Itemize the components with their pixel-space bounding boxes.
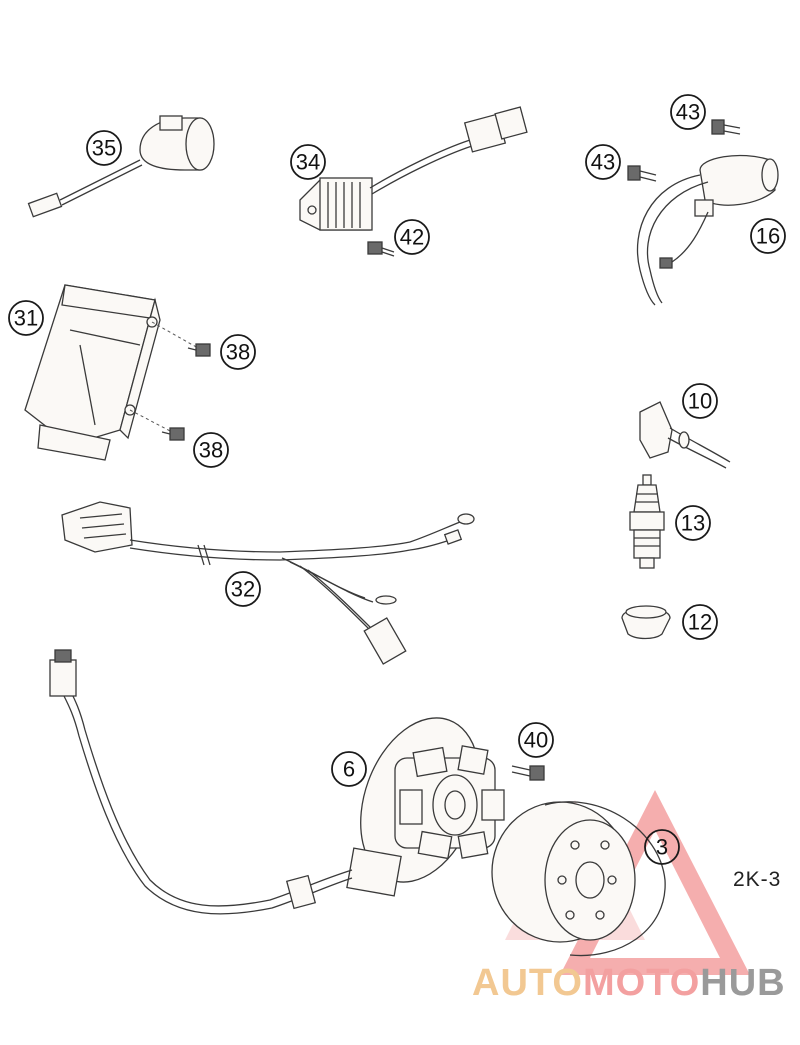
callout-16: 16	[750, 218, 786, 254]
callout-31: 31	[8, 300, 44, 336]
part-12-grommet	[621, 605, 671, 640]
callout-38-upper: 38	[220, 334, 256, 370]
callout-43-lower: 43	[585, 144, 621, 180]
callout-13-label: 13	[681, 511, 705, 536]
part-35-connector-cap	[27, 115, 215, 218]
watermark-text: AUTOMOTOHUB	[472, 962, 786, 1005]
part-43-screw-upper	[711, 119, 741, 135]
part-10-spark-plug-cap	[639, 401, 731, 469]
part-16-ignition-coil	[636, 154, 779, 306]
callout-12-label: 12	[688, 610, 712, 635]
part-32-wiring-harness	[61, 501, 475, 665]
part-40-screw	[511, 765, 545, 781]
callout-42-label: 42	[400, 225, 424, 250]
watermark-part-auto: AUTO	[472, 962, 583, 1004]
callout-35: 35	[86, 130, 122, 166]
part-6-stator-cable	[49, 649, 353, 915]
callout-32: 32	[225, 571, 261, 607]
part-13-spark-plug	[629, 474, 665, 569]
leader-38b	[129, 409, 173, 433]
callout-38-upper-label: 38	[226, 340, 250, 365]
leader-38a	[151, 321, 199, 349]
callout-40: 40	[518, 722, 554, 758]
part-6-stator	[346, 717, 505, 897]
part-43-screw-lower	[627, 165, 657, 182]
callout-31-label: 31	[14, 306, 38, 331]
watermark-part-moto: MOTO	[582, 962, 701, 1004]
callout-3: 3	[644, 829, 680, 865]
diagram-reference-code: 2K-3	[733, 868, 782, 891]
callout-10: 10	[682, 383, 718, 419]
callout-43-upper: 43	[670, 94, 706, 130]
callout-13: 13	[675, 505, 711, 541]
callout-38-lower-label: 38	[199, 438, 223, 463]
callout-10-label: 10	[688, 389, 712, 414]
part-38-screw-lower	[161, 427, 185, 441]
callout-32-label: 32	[231, 577, 255, 602]
callout-35-label: 35	[92, 136, 116, 161]
watermark-part-hub: HUB	[700, 962, 786, 1004]
callout-6: 6	[331, 751, 367, 787]
callout-38-lower: 38	[193, 432, 229, 468]
callout-3-label: 3	[656, 835, 668, 860]
part-42-screw	[367, 241, 395, 257]
callout-6-label: 6	[343, 757, 355, 782]
part-38-screw-upper	[187, 343, 211, 357]
callout-34-label: 34	[296, 150, 320, 175]
callout-42: 42	[394, 219, 430, 255]
callout-43-upper-label: 43	[676, 100, 700, 125]
callout-40-label: 40	[524, 728, 548, 753]
part-34-voltage-regulator	[299, 106, 528, 231]
callout-34: 34	[290, 144, 326, 180]
callout-43-lower-label: 43	[591, 150, 615, 175]
callout-16-label: 16	[756, 224, 780, 249]
callout-12: 12	[682, 604, 718, 640]
part-3-flywheel	[491, 801, 666, 957]
part-31-cdi-unit	[24, 284, 161, 461]
